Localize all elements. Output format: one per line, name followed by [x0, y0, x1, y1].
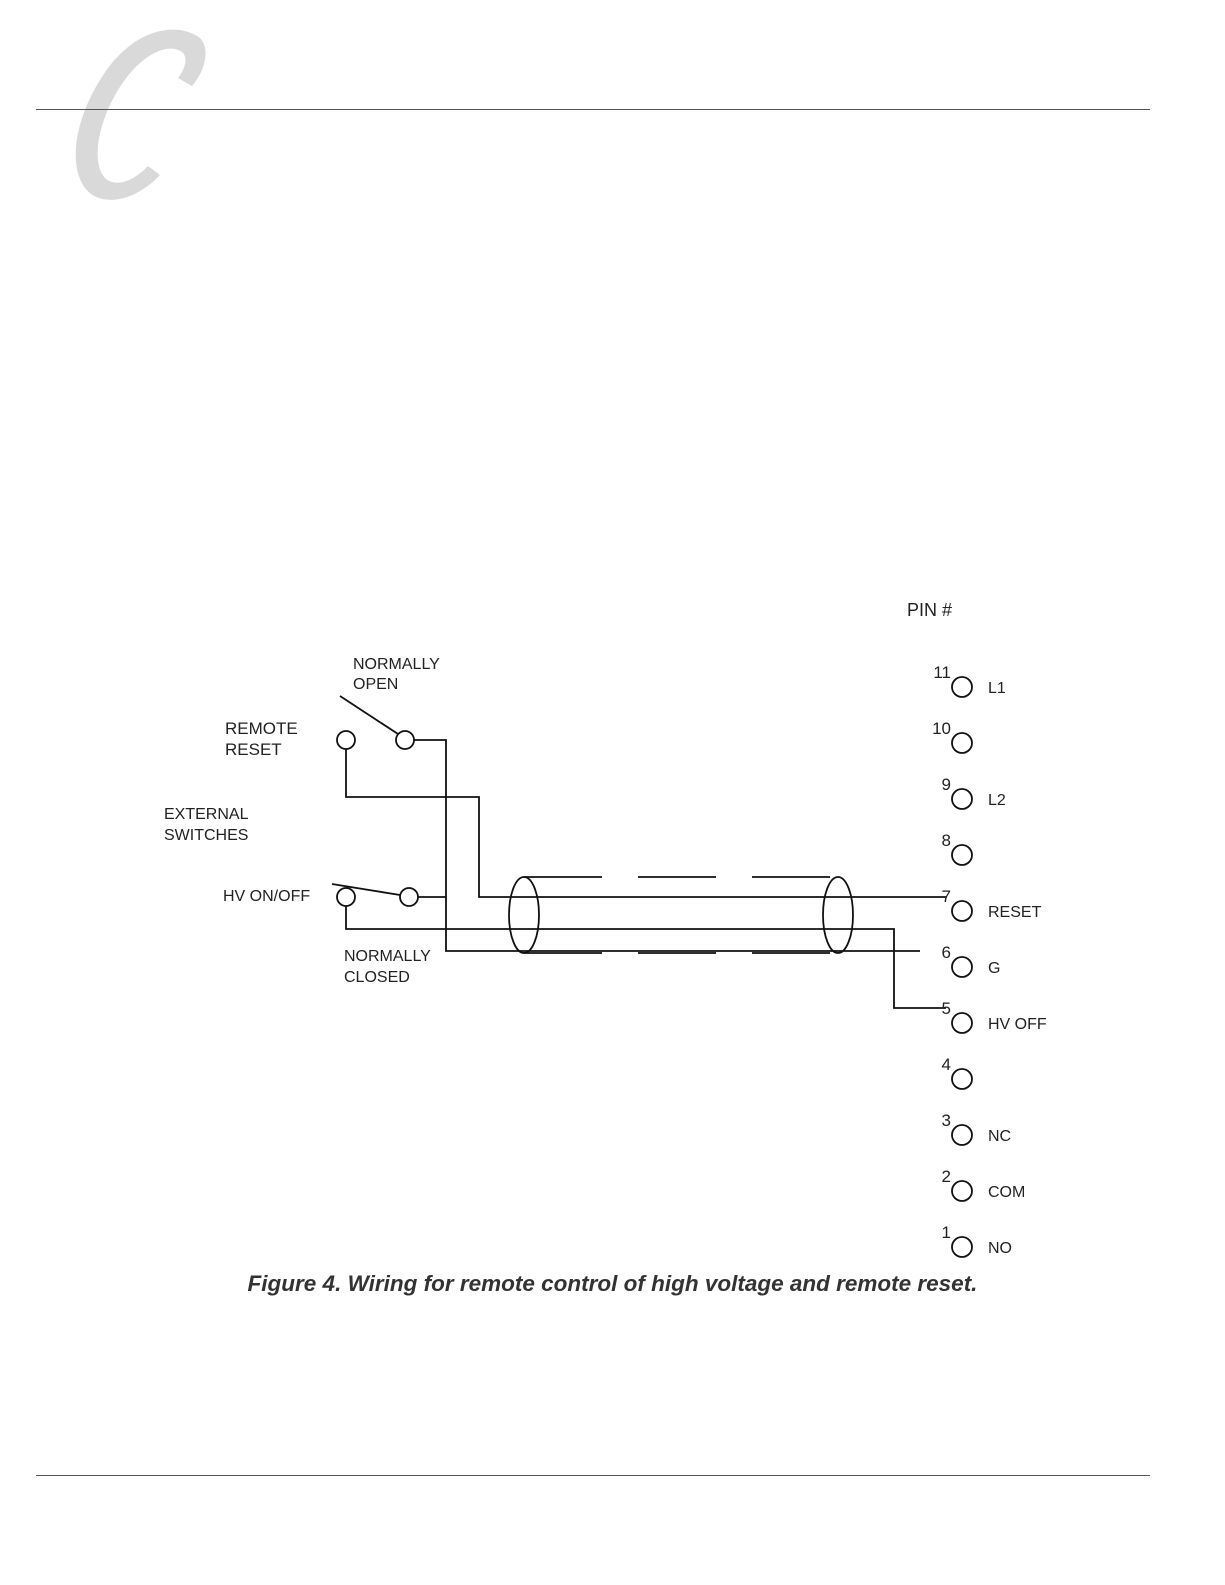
cable-shield-left: [509, 877, 539, 953]
wire-reset-left: [346, 749, 946, 897]
wire-hv-left: [346, 906, 946, 1008]
cable-shield-right: [823, 877, 853, 953]
pin-number: 8: [942, 831, 951, 850]
reset-switch-terminal-left: [337, 731, 355, 749]
pin-label: NC: [988, 1128, 1011, 1145]
pin-number: 5: [942, 999, 951, 1018]
remote-reset-label-2: RESET: [225, 740, 282, 759]
external-switches-label-2: SWITCHES: [164, 827, 248, 844]
pin-number: 9: [942, 775, 951, 794]
pin-terminal: [952, 733, 972, 753]
pin-terminal: [952, 1237, 972, 1257]
pin-terminal: [952, 845, 972, 865]
pin-label: G: [988, 960, 1000, 977]
pin-terminal: [952, 789, 972, 809]
pin-number: 7: [942, 887, 951, 906]
hv-switch-terminal-left: [337, 888, 355, 906]
normally-open-label-2: OPEN: [353, 676, 398, 693]
hv-switch-terminal-right: [400, 888, 418, 906]
pin-number: 1: [942, 1223, 951, 1242]
pin-header: PIN #: [907, 600, 952, 620]
pin-number: 10: [932, 719, 951, 738]
pin-label: NO: [988, 1240, 1012, 1257]
external-switches-label-1: EXTERNAL: [164, 806, 249, 823]
pin-label: L1: [988, 680, 1006, 697]
footer-rule: [36, 1475, 1150, 1476]
pin-number: 2: [942, 1167, 951, 1186]
normally-closed-label-2: CLOSED: [344, 969, 410, 986]
pin-terminal: [952, 901, 972, 921]
pin-number: 6: [942, 943, 951, 962]
pin-terminal: [952, 1181, 972, 1201]
hv-on-off-label: HV ON/OFF: [223, 888, 310, 905]
pin-label: HV OFF: [988, 1016, 1047, 1033]
pin-terminal: [952, 1069, 972, 1089]
pin-terminal: [952, 1013, 972, 1033]
pin-terminal: [952, 677, 972, 697]
pin-number: 3: [942, 1111, 951, 1130]
pin-label: L2: [988, 792, 1006, 809]
pin-number: 11: [933, 663, 951, 682]
pin-terminal: [952, 957, 972, 977]
pin-number: 4: [942, 1055, 951, 1074]
remote-reset-label-1: REMOTE: [225, 719, 298, 738]
pin-terminal: [952, 1125, 972, 1145]
reset-switch-terminal-right: [396, 731, 414, 749]
wire-reset-right: [414, 740, 920, 951]
normally-closed-label-1: NORMALLY: [344, 948, 431, 965]
reset-switch-blade: [340, 696, 398, 734]
pin-label: RESET: [988, 904, 1042, 921]
normally-open-label-1: NORMALLY: [353, 656, 440, 673]
pin-label: COM: [988, 1184, 1025, 1201]
figure-caption: Figure 4. Wiring for remote control of h…: [0, 1271, 1225, 1297]
